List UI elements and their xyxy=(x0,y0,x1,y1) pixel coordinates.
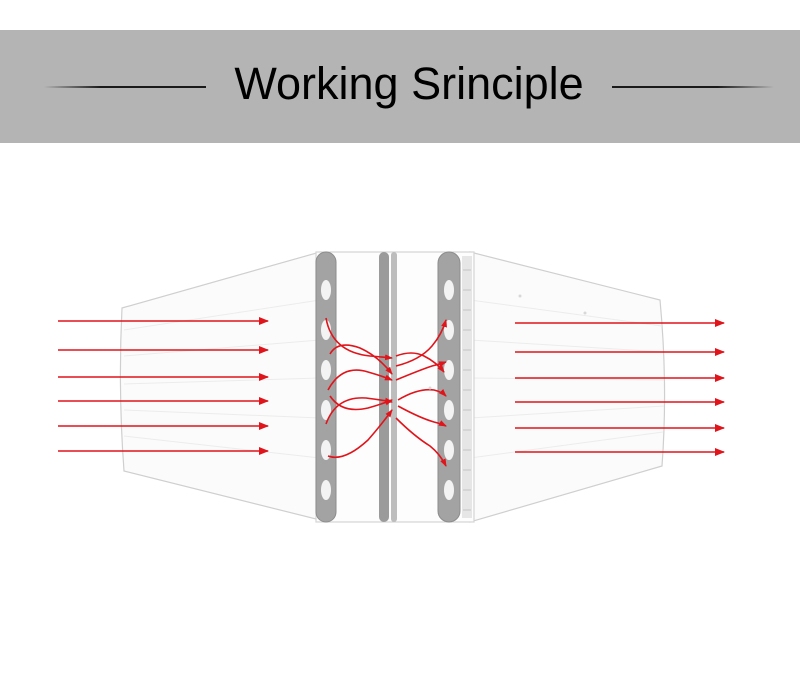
arrow-curve-icon xyxy=(395,417,447,467)
arrow-curve-icon xyxy=(397,388,447,401)
page-title: Working Srinciple xyxy=(234,58,584,109)
arrow-curve-icon xyxy=(395,319,447,367)
housing-left-cone-shading xyxy=(123,299,321,459)
internal-flow-arrows xyxy=(325,317,447,467)
arrow-curve-icon xyxy=(327,369,393,391)
working-principle-diagram xyxy=(58,251,725,523)
rotor-disc-middle-left xyxy=(379,252,389,522)
housing-dots xyxy=(428,294,587,390)
inflow-arrows xyxy=(58,317,269,455)
housing-right-cone xyxy=(469,251,666,523)
arrow-curve-icon xyxy=(329,344,393,375)
outflow-arrows xyxy=(515,319,725,456)
arrow-curve-icon xyxy=(325,397,393,425)
arrow-curve-icon xyxy=(395,361,447,381)
housing-left-cone xyxy=(119,251,321,521)
arrow-curve-icon xyxy=(397,405,447,427)
rotor-disc-right xyxy=(437,251,472,523)
rotor-disc-left xyxy=(315,251,337,523)
housing-right-cone-shading xyxy=(469,299,665,459)
header-divider-left xyxy=(44,86,206,88)
arrow-curve-icon xyxy=(395,352,445,373)
arrow-curve-icon xyxy=(325,317,393,361)
header-divider-right xyxy=(612,86,774,88)
arrow-curve-icon xyxy=(327,409,393,459)
rotor-disc-middle-right xyxy=(391,252,397,522)
